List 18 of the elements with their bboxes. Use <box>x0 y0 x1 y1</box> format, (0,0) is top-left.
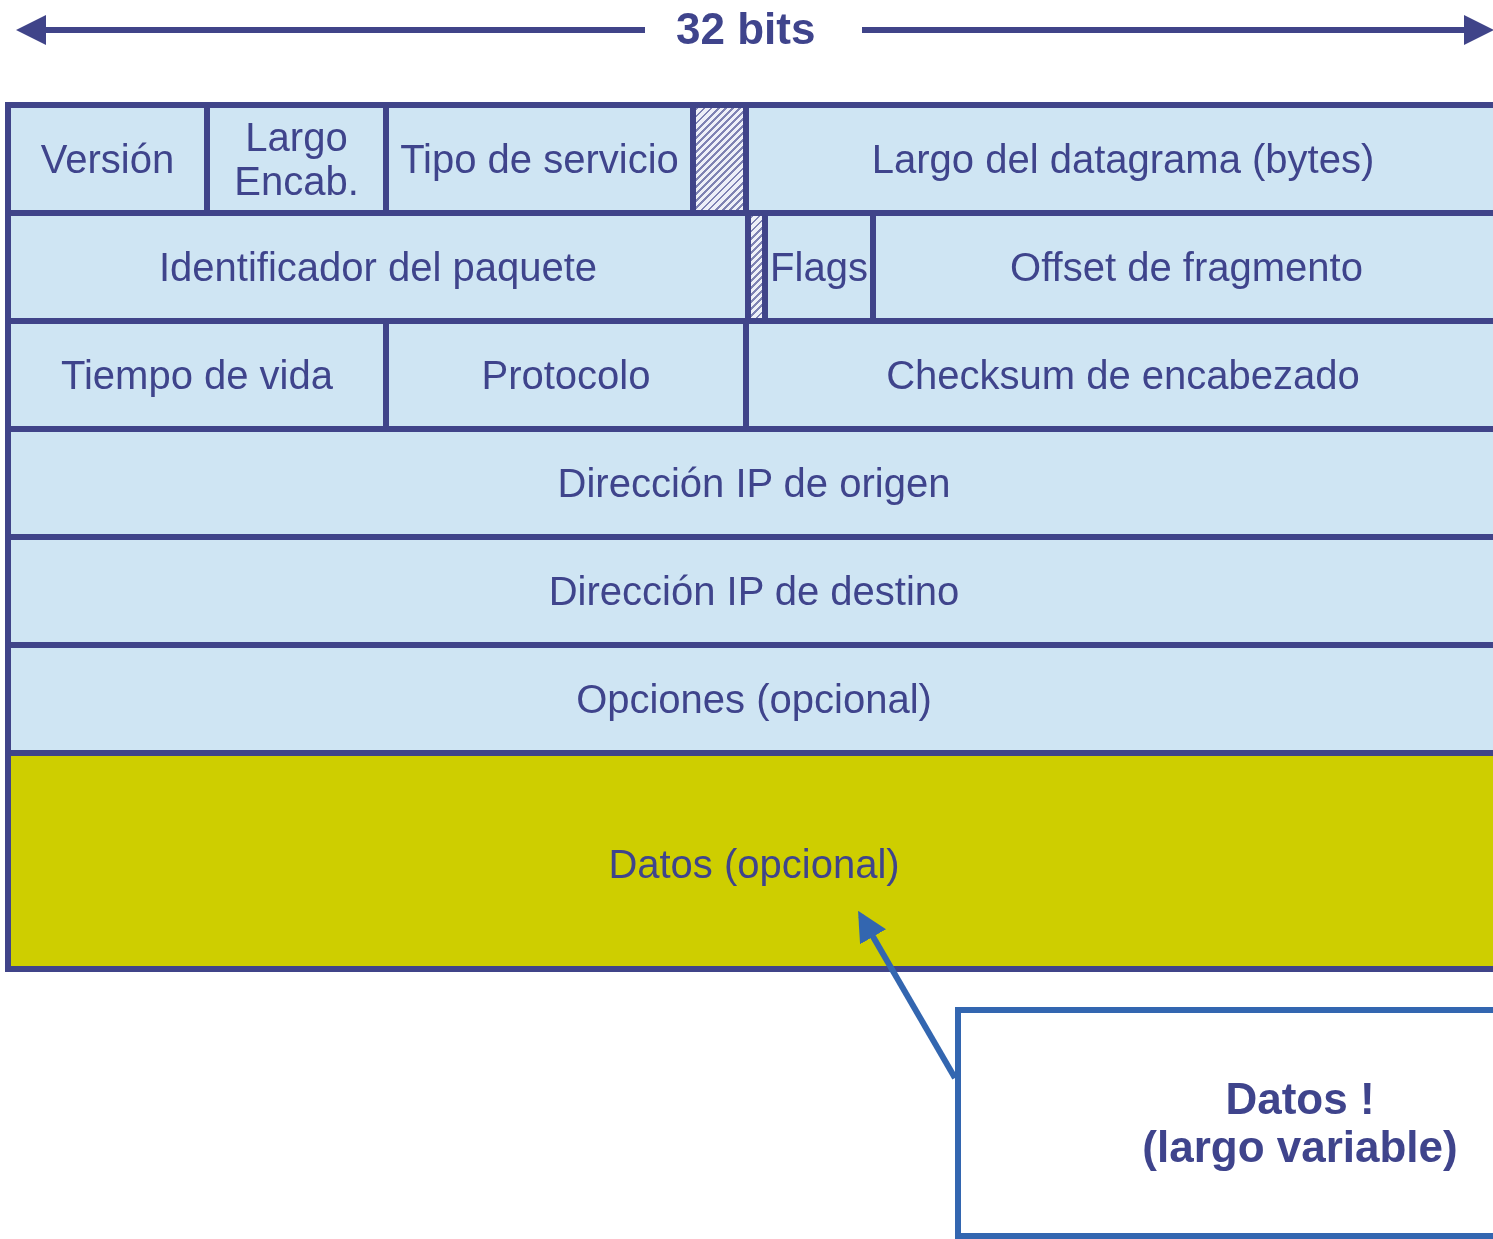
arrow <box>858 910 958 1080</box>
field-label: Checksum de encabezado <box>886 353 1360 397</box>
field-label: Tipo de servicio <box>400 137 679 181</box>
field-label: Offset de fragmento <box>1010 245 1363 289</box>
field-label: Flags <box>770 245 868 289</box>
field-label: Opciones (opcional) <box>576 677 932 721</box>
field-label: Tiempo de vida <box>61 353 333 397</box>
field-label: Protocolo <box>481 353 651 397</box>
field-label: Identificador del paquete <box>158 245 598 289</box>
callout-text: Datos ! (largo variable) <box>1142 1074 1458 1172</box>
field-label: Versión <box>40 137 175 181</box>
field-label: Dirección IP de destino <box>548 569 960 613</box>
dimension-label: 32 bits <box>676 4 816 54</box>
field-label: Datos (opcional) <box>608 842 900 886</box>
field-label: Dirección IP de origen <box>557 461 951 505</box>
field-label: Largo Encab. <box>233 115 360 203</box>
callout-box <box>955 1007 1493 1239</box>
field-label: Largo del datagrama (bytes) <box>871 137 1375 181</box>
